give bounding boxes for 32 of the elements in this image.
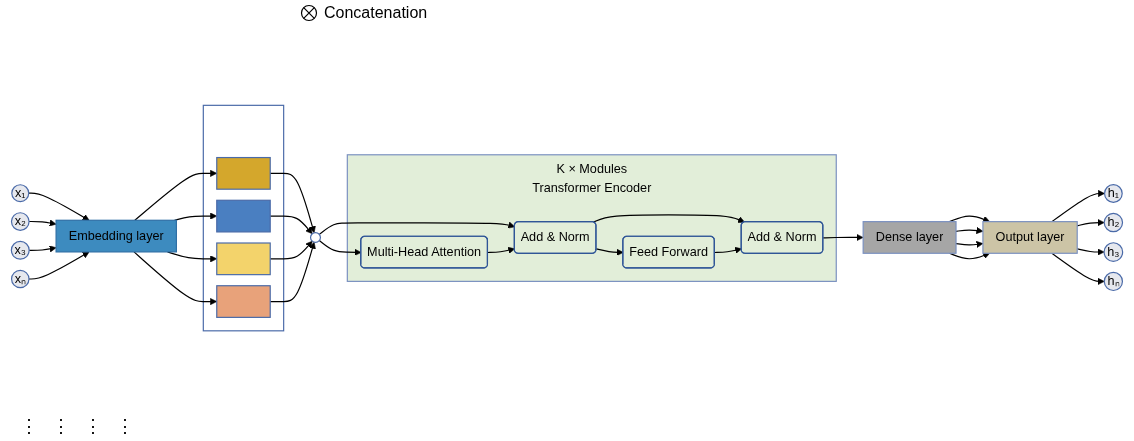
arrow — [714, 247, 742, 255]
node-circle: hₙ — [1103, 272, 1124, 292]
node-circle: x₃ — [10, 241, 30, 261]
node-box: Dense layer — [862, 221, 957, 255]
node-box: Embedding layer — [55, 220, 177, 253]
node-bar — [216, 157, 271, 191]
node-circle: x₂ — [10, 212, 30, 232]
arrow — [487, 247, 516, 255]
arrow — [592, 214, 745, 224]
ellipsis-mark: ⋮ — [52, 415, 70, 437]
arrow — [28, 252, 90, 280]
ellipsis-mark: ⋮ — [84, 415, 102, 437]
node-circle: h₂ — [1103, 213, 1124, 233]
node-circle — [309, 232, 321, 244]
ellipsis-mark: ⋮ — [116, 415, 134, 437]
cluster — [202, 105, 285, 332]
node-bar — [216, 242, 271, 276]
node-circle: xₙ — [10, 270, 30, 289]
legend-text: Concatenation — [324, 4, 428, 22]
arrow — [318, 222, 516, 236]
node-circle: h₁ — [1103, 184, 1123, 204]
arrow — [948, 216, 990, 223]
arrow — [1051, 253, 1105, 286]
node-box: Output layer — [982, 221, 1078, 255]
arrow — [822, 234, 864, 242]
arrow — [1051, 190, 1105, 223]
node-circle: x₁ — [11, 184, 30, 203]
ellipsis-mark: ⋮ — [20, 415, 38, 437]
node-bar — [216, 200, 271, 233]
node-circle: h₃ — [1103, 242, 1124, 263]
node-bar — [216, 285, 271, 319]
arrow — [28, 193, 90, 221]
